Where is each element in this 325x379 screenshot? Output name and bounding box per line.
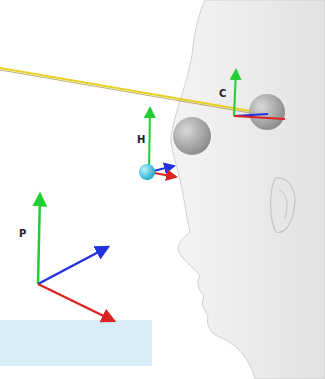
eye-sphere	[173, 117, 211, 155]
frame-label: P	[19, 229, 26, 239]
band	[0, 320, 152, 366]
head-origin	[139, 164, 155, 180]
head-shape	[171, 0, 325, 379]
gaze-line	[0, 68, 262, 113]
eye-sphere	[249, 94, 285, 130]
ear	[271, 178, 295, 232]
frame-label: C	[219, 89, 226, 99]
frame-label: H	[137, 135, 145, 145]
